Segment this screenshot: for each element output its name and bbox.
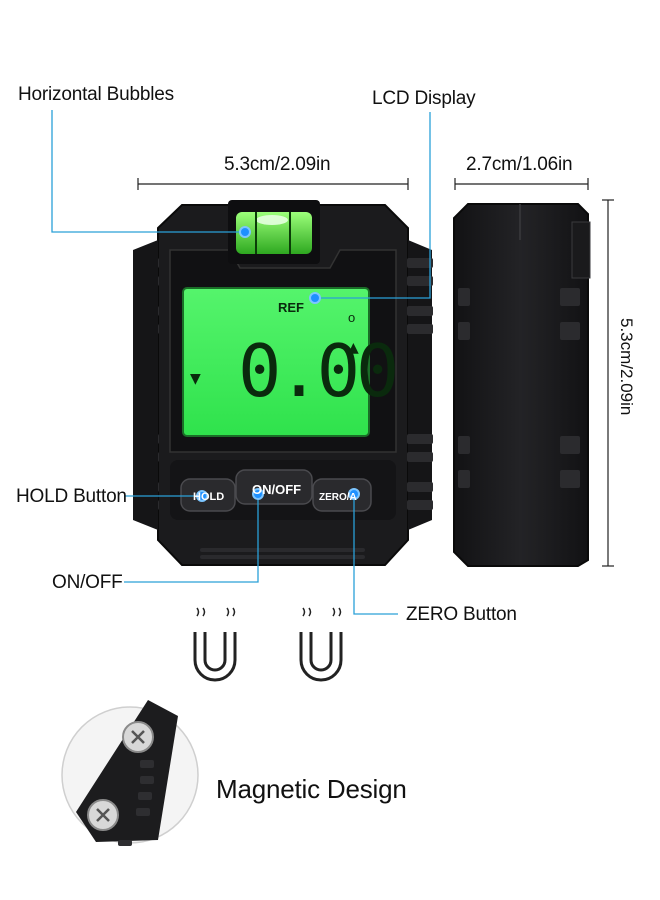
lcd-ref-indicator: REF (278, 300, 304, 315)
zero-button-callout: ZERO Button (406, 604, 517, 625)
hold-button-label: HOLD (193, 491, 224, 503)
lcd-reading: 0.00 (238, 329, 395, 413)
lcd-display-label: LCD Display (372, 88, 476, 109)
on-off-button-label: ON/OFF (252, 482, 301, 497)
lcd-up-arrow-icon: ▲ (348, 340, 359, 356)
magnet-icon (299, 607, 343, 682)
lcd-down-arrow-icon: ▼ (190, 371, 201, 387)
height-dimension: 5.3cm/2.09in (617, 318, 636, 416)
magnet-icon (193, 607, 237, 682)
lcd-degree-symbol: o (348, 310, 355, 325)
horizontal-bubbles-label: Horizontal Bubbles (18, 84, 174, 105)
on-off-callout: ON/OFF (52, 572, 123, 593)
hold-button-callout: HOLD Button (16, 486, 127, 507)
front-width-dimension: 5.3cm/2.09in (224, 154, 331, 175)
screw-icon (87, 799, 119, 831)
hold-button[interactable] (180, 478, 236, 512)
zero-button[interactable] (312, 478, 372, 512)
magnetic-design-title: Magnetic Design (216, 774, 407, 804)
callout-markers (196, 226, 360, 502)
callout-lines (51, 110, 431, 615)
screw-icon (122, 721, 154, 753)
dimension-lines (137, 178, 614, 567)
lcd-screen (182, 287, 370, 437)
zero-button-label: ZERO/A (319, 492, 357, 503)
magnet-closeup (61, 700, 199, 846)
side-device (453, 203, 591, 567)
side-width-dimension: 2.7cm/1.06in (466, 154, 573, 175)
